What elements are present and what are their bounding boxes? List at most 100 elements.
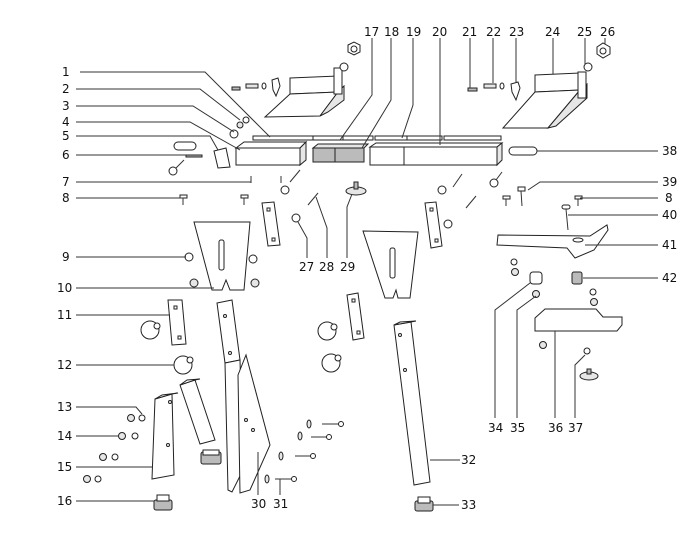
left-top-nut xyxy=(347,41,361,56)
callout-40: 40 xyxy=(662,208,677,222)
callout-1: 1 xyxy=(62,65,70,79)
callout-25: 25 xyxy=(577,25,592,39)
rail-left-4 xyxy=(234,140,308,167)
washer-under-rail xyxy=(280,185,290,195)
callout-16: 16 xyxy=(57,494,72,508)
callout-14: 14 xyxy=(57,429,72,443)
callout-38: 38 xyxy=(662,144,677,158)
callout-9: 9 xyxy=(62,250,70,264)
callout-12: 12 xyxy=(57,358,72,372)
nut-under-clamp xyxy=(539,341,547,349)
washer-37 xyxy=(583,347,591,355)
rail-center-18 xyxy=(311,143,370,163)
callout-21: 21 xyxy=(462,25,477,39)
callout-18: 18 xyxy=(384,25,399,39)
callout-8-left: 8 xyxy=(62,191,70,205)
strap-right-upper xyxy=(424,201,443,249)
callout-8-right: 8 xyxy=(665,191,673,205)
callout-19: 19 xyxy=(406,25,421,39)
callout-6: 6 xyxy=(62,148,70,162)
callout-30: 30 xyxy=(251,497,266,511)
right-top-washer xyxy=(583,62,593,72)
bolt-right-1 xyxy=(452,173,463,188)
washer-9 xyxy=(184,252,194,262)
strap-11 xyxy=(167,299,187,346)
callout-labels: 1 2 3 4 5 6 7 8 9 10 11 12 13 14 15 16 1… xyxy=(57,25,677,512)
nut-35 xyxy=(532,290,540,298)
callout-23: 23 xyxy=(509,25,524,39)
strap-left-upper xyxy=(261,201,281,247)
carriage-bolt-8b xyxy=(240,194,249,205)
strap-center-lower xyxy=(346,292,365,341)
leg-cap-33 xyxy=(414,496,434,512)
bolt-under-rail xyxy=(289,169,301,183)
right-top-nut xyxy=(596,42,611,59)
callout-7: 7 xyxy=(62,175,70,189)
callout-2: 2 xyxy=(62,82,70,96)
callout-27: 27 xyxy=(299,260,314,274)
clip-23 xyxy=(510,81,521,102)
bolt-head-3 xyxy=(229,129,239,139)
leg-tube-short xyxy=(179,378,216,445)
clamp-block-36 xyxy=(534,308,623,332)
callout-28: 28 xyxy=(319,260,334,274)
callout-31: 31 xyxy=(273,497,288,511)
callout-4: 4 xyxy=(62,115,70,129)
wing-nut-29 xyxy=(345,181,367,196)
knob-12 xyxy=(173,355,194,375)
washer-2 xyxy=(242,116,250,124)
callout-20: 20 xyxy=(432,25,447,39)
callout-3: 3 xyxy=(62,99,70,113)
callout-42: 42 xyxy=(662,271,677,285)
leg-tube-15 xyxy=(151,392,179,480)
callout-41: 41 xyxy=(662,238,677,252)
leg-bracket-left xyxy=(193,221,251,291)
knob-center-lower xyxy=(321,353,342,373)
bolt-6 xyxy=(168,159,185,176)
callout-17: 17 xyxy=(364,25,379,39)
nut-10b xyxy=(250,278,260,288)
callout-37: 37 xyxy=(568,421,583,435)
callout-29: 29 xyxy=(340,260,355,274)
washer-9b xyxy=(248,254,258,264)
washer-27 xyxy=(291,213,301,223)
nut-right-a xyxy=(511,268,519,276)
scale-strips xyxy=(252,135,502,141)
parts xyxy=(83,41,623,512)
bolt-right-3 xyxy=(489,171,503,188)
callout-36: 36 xyxy=(548,421,563,435)
screw-21 xyxy=(467,87,478,92)
callout-10: 10 xyxy=(57,281,72,295)
nut-right-b xyxy=(590,298,598,306)
bolts-31 xyxy=(264,419,344,484)
leader-lines xyxy=(76,38,658,506)
bolt-right-2 xyxy=(465,195,477,209)
carriage-bolt-8a xyxy=(179,194,188,205)
callout-24: 24 xyxy=(545,25,560,39)
nuts-washers-left xyxy=(83,414,146,483)
bolt-28 xyxy=(307,192,319,206)
screw-22 xyxy=(483,82,505,90)
wing-nut-37 xyxy=(579,368,599,381)
rail-right-20 xyxy=(368,141,504,167)
callout-35: 35 xyxy=(510,421,525,435)
nut-2 xyxy=(236,121,244,129)
washer-right-2 xyxy=(443,219,453,229)
left-top-screws xyxy=(231,77,281,98)
knob-upper-left xyxy=(140,320,161,340)
knob-center-upper xyxy=(317,321,338,341)
screw-6 xyxy=(185,154,203,158)
washer-right-a xyxy=(510,258,518,266)
hinged-leg-30 xyxy=(216,299,271,494)
bolt-40 xyxy=(561,204,571,231)
callout-39: 39 xyxy=(662,175,677,189)
nut-10 xyxy=(189,278,199,288)
callout-5: 5 xyxy=(62,129,70,143)
callout-11: 11 xyxy=(57,308,72,322)
washer-right-1 xyxy=(437,185,447,195)
callout-15: 15 xyxy=(57,460,72,474)
spacer-34 xyxy=(529,271,543,285)
callout-22: 22 xyxy=(486,25,501,39)
slot-plate-6 xyxy=(173,141,197,151)
